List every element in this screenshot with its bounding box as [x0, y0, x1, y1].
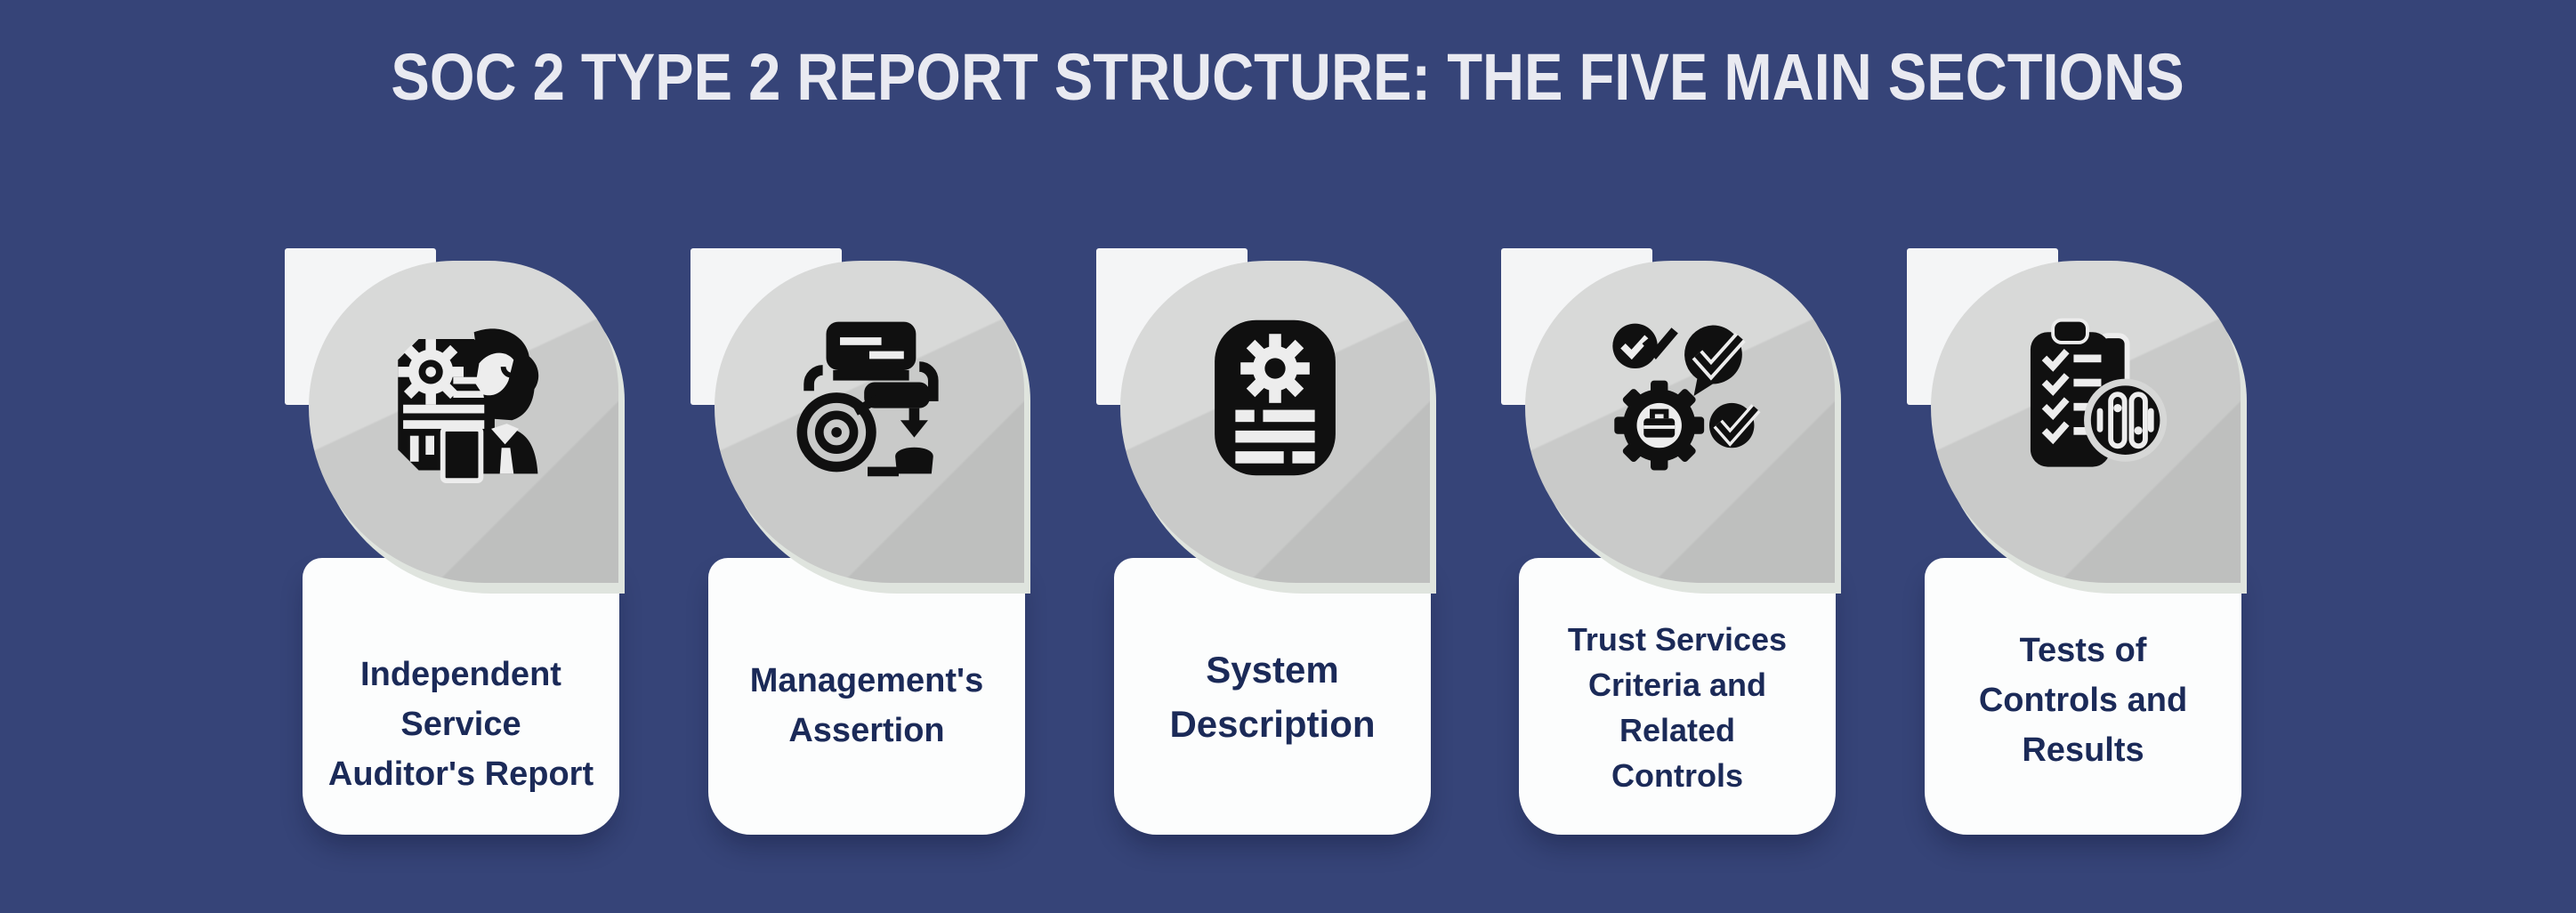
card-label: Tests of Controls and Results — [1978, 632, 2188, 770]
section-card-independent-auditors-report: Independent Service Auditor's Report — [285, 245, 625, 850]
criteria-gear-checkmarks-icon — [1594, 311, 1766, 484]
card-label: System Description — [1169, 649, 1376, 745]
card-panel — [708, 558, 1025, 835]
section-card-trust-services-criteria: Trust Services Criteria and Related Cont… — [1501, 245, 1841, 850]
card-label: Independent Service Auditor's Report — [327, 656, 594, 794]
section-card-managements-assertion: Management's Assertion — [690, 245, 1030, 850]
page-title: SOC 2 TYPE 2 REPORT STRUCTURE: THE FIVE … — [0, 39, 2576, 115]
assertion-stamp-target-icon — [783, 311, 956, 484]
section-card-tests-of-controls: Tests of Controls and Results — [1907, 245, 2247, 850]
card-panel — [1114, 558, 1431, 835]
section-card-system-description: System Description — [1096, 245, 1436, 850]
auditor-person-gear-icon — [377, 311, 550, 484]
card-panel — [303, 558, 619, 835]
card-label: Trust Services Criteria and Related Cont… — [1567, 621, 1788, 795]
card-label: Management's Assertion — [749, 662, 984, 750]
system-document-gear-icon — [1189, 311, 1361, 484]
tests-checklist-results-icon — [1999, 311, 2172, 484]
page-title-text: SOC 2 TYPE 2 REPORT STRUCTURE: THE FIVE … — [391, 40, 2185, 114]
card-panel — [1519, 558, 1836, 835]
card-panel — [1925, 558, 2241, 835]
